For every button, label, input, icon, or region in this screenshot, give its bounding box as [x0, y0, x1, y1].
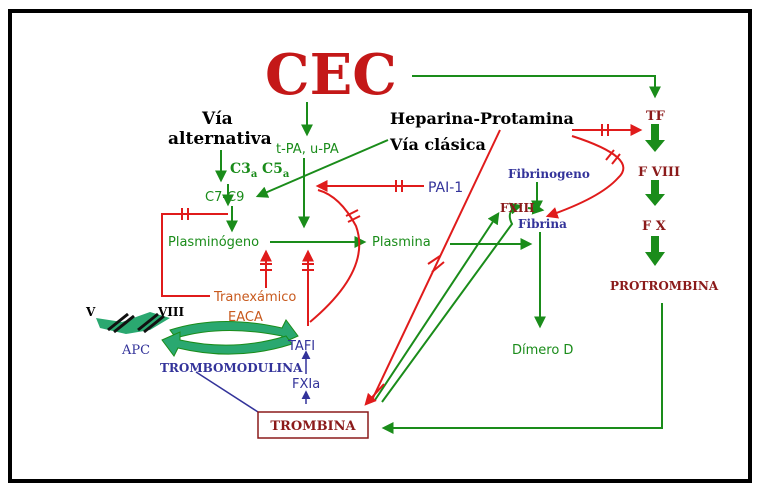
arrow-fxiii-fibrina — [527, 202, 545, 215]
label-c3a: C3a — [230, 161, 258, 180]
label-v: V — [85, 305, 96, 319]
cascade-arrows — [645, 124, 665, 266]
inhibition-ticks — [181, 124, 621, 273]
label-dimero-d: Dímero D — [512, 343, 573, 358]
label-via-alternativa-2: alternativa — [168, 129, 272, 149]
label-fibrina: Fibrina — [518, 217, 567, 231]
arrow-heparina-fibrina — [545, 135, 625, 219]
v-cut-mark — [107, 312, 135, 334]
label-heparina-protamina: Heparina-Protamina — [390, 109, 574, 128]
diagram-frame — [8, 9, 752, 483]
label-fviii: F VIII — [638, 165, 680, 180]
label-protrombina: PROTROMBINA — [610, 279, 719, 293]
blue-lines — [195, 350, 311, 413]
label-plasmina: Plasmina — [372, 235, 431, 250]
label-via-alternativa-1: Vía — [201, 109, 233, 129]
arrow-trombina-fxiii-2 — [381, 202, 523, 403]
line-trombomodulina-trombina — [195, 371, 259, 413]
arrow-trombina-fxiii-1 — [374, 211, 500, 401]
arrow-trombina-heparina — [371, 129, 501, 401]
label-tafi: TAFI — [287, 339, 315, 354]
label-fx: F X — [642, 219, 667, 234]
arrow-tranexamico-bracket — [161, 213, 228, 297]
label-eaca: EACA — [228, 310, 263, 325]
label-c7c9: C7-C9 — [205, 190, 244, 205]
title-cec: CEC — [265, 42, 397, 108]
label-viii: VIII — [157, 305, 185, 319]
label-fxiii: FXIII — [500, 201, 535, 215]
activation-arrows — [215, 75, 663, 434]
arrow-protrombina-trombina — [381, 303, 663, 434]
arrow-cec-tf — [412, 75, 661, 99]
label-tranexamico: Tranexámico — [213, 290, 296, 305]
label-tf: TF — [646, 109, 666, 124]
apc-arrow-bottom — [161, 331, 293, 357]
viii-cut-mark — [137, 312, 165, 334]
apc-cycle — [96, 312, 299, 357]
label-via-clasica: Vía clásica — [389, 135, 486, 154]
cascade-fviii-fx — [645, 180, 665, 206]
arrow-tafi-curve — [309, 189, 361, 323]
label-plasminogeno: Plasminógeno — [168, 235, 259, 250]
cascade-fx-protrombina — [645, 236, 665, 266]
arrow-red-into-trombina — [364, 383, 385, 406]
label-c5a: C5a — [262, 161, 290, 180]
label-apc: APC — [121, 343, 150, 358]
arrow-via-clasica-c7c9 — [255, 139, 389, 198]
label-fxia: FXIa — [292, 377, 320, 392]
trombina-box: TROMBINA — [257, 411, 369, 439]
label-tpa: t-PA, u-PA — [276, 142, 339, 157]
cascade-tf-fviii — [645, 124, 665, 152]
label-fibrinogeno: Fibrinogeno — [508, 167, 590, 181]
label-trombina: TROMBINA — [270, 419, 356, 434]
label-pai1: PAI-1 — [428, 180, 463, 196]
labels: CEC Vía alternativa C3a C5a C7-C9 t-PA, … — [85, 42, 719, 392]
label-trombomodulina: TROMBOMODULINA — [160, 361, 303, 375]
